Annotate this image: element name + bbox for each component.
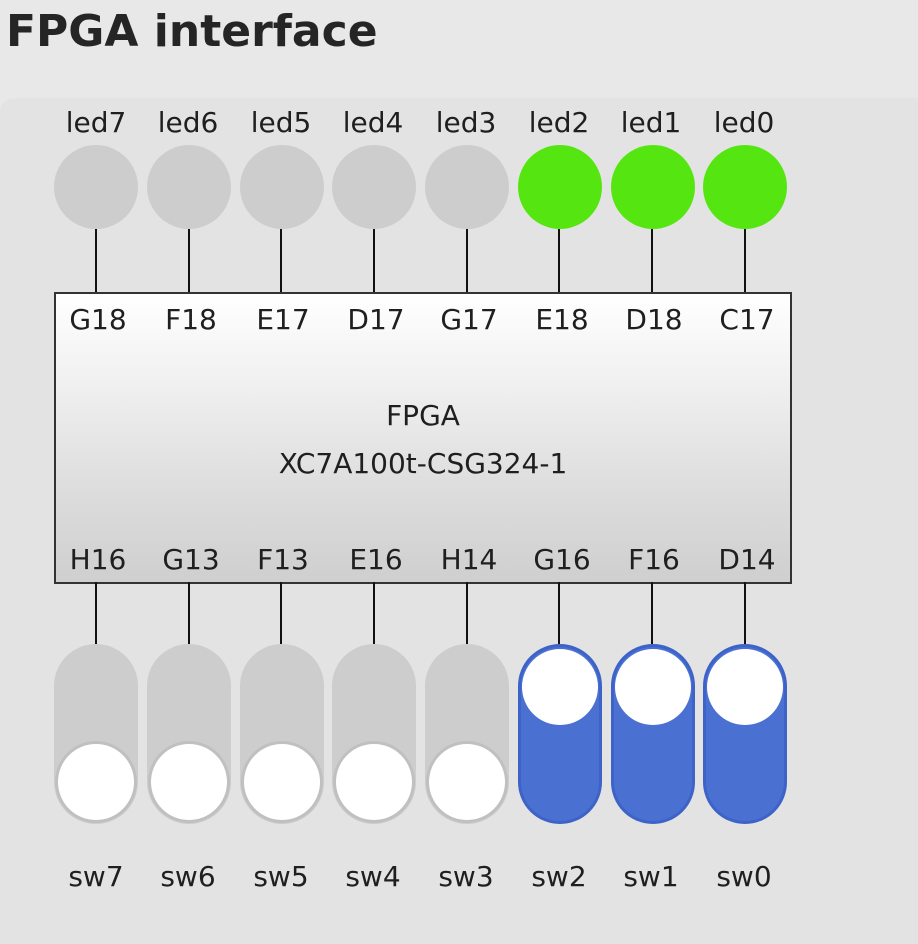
switch-label-sw4: sw4 bbox=[345, 860, 401, 893]
switch-toggle-sw2[interactable] bbox=[518, 644, 602, 824]
switch-knob[interactable] bbox=[336, 744, 412, 820]
led-wire bbox=[744, 229, 746, 293]
switch-label-sw5: sw5 bbox=[253, 860, 309, 893]
pin-label-g13: G13 bbox=[162, 543, 220, 576]
led-wire bbox=[558, 229, 560, 293]
led-indicator-led3 bbox=[425, 145, 509, 229]
led-indicator-led7 bbox=[54, 145, 138, 229]
switch-knob[interactable] bbox=[244, 744, 320, 820]
switch-wire bbox=[95, 582, 97, 644]
switch-label-sw7: sw7 bbox=[68, 860, 124, 893]
pin-label-g16: G16 bbox=[533, 543, 591, 576]
switch-toggle-sw6[interactable] bbox=[147, 644, 231, 824]
led-wire bbox=[466, 229, 468, 293]
led-indicator-led2 bbox=[518, 145, 602, 229]
led-label-led4: led4 bbox=[342, 106, 404, 139]
led-label-led0: led0 bbox=[713, 106, 775, 139]
fpga-chip: G18 F18 E17 D17 G17 E18 D18 C17 FPGA XC7… bbox=[54, 292, 792, 584]
switch-wire bbox=[558, 582, 560, 644]
pin-label-e18: E18 bbox=[535, 303, 589, 336]
switch-toggle-sw7[interactable] bbox=[54, 644, 138, 824]
led-label-led5: led5 bbox=[250, 106, 312, 139]
switch-wire bbox=[651, 582, 653, 644]
led-indicator-led5 bbox=[240, 145, 324, 229]
pin-label-e16: E16 bbox=[349, 543, 403, 576]
pin-label-e17: E17 bbox=[256, 303, 310, 336]
pin-label-f13: F13 bbox=[257, 543, 309, 576]
pin-label-c17: C17 bbox=[719, 303, 775, 336]
pin-label-f16: F16 bbox=[628, 543, 680, 576]
switch-label-sw6: sw6 bbox=[160, 860, 216, 893]
switch-knob[interactable] bbox=[707, 649, 783, 725]
switch-wire bbox=[188, 582, 190, 644]
switch-knob[interactable] bbox=[151, 744, 227, 820]
switch-toggle-sw1[interactable] bbox=[611, 644, 695, 824]
switch-wire bbox=[744, 582, 746, 644]
switch-wire bbox=[280, 582, 282, 644]
switch-toggle-sw0[interactable] bbox=[703, 644, 787, 824]
switch-toggle-sw4[interactable] bbox=[332, 644, 416, 824]
page-title: FPGA interface bbox=[6, 6, 378, 57]
pin-label-h16: H16 bbox=[69, 543, 127, 576]
led-wire bbox=[373, 229, 375, 293]
pin-label-d17: D17 bbox=[347, 303, 405, 336]
led-indicator-led0 bbox=[703, 145, 787, 229]
led-label-led6: led6 bbox=[157, 106, 219, 139]
switch-label-sw1: sw1 bbox=[623, 860, 679, 893]
led-label-led7: led7 bbox=[65, 106, 127, 139]
led-wire bbox=[95, 229, 97, 293]
pin-label-h14: H14 bbox=[440, 543, 498, 576]
led-label-led2: led2 bbox=[528, 106, 590, 139]
switch-knob[interactable] bbox=[522, 649, 598, 725]
pin-label-f18: F18 bbox=[165, 303, 217, 336]
switch-wire bbox=[373, 582, 375, 644]
pin-label-d14: D14 bbox=[718, 543, 776, 576]
led-wire bbox=[651, 229, 653, 293]
switch-knob[interactable] bbox=[615, 649, 691, 725]
led-label-led1: led1 bbox=[620, 106, 682, 139]
led-indicator-led6 bbox=[147, 145, 231, 229]
switch-label-sw0: sw0 bbox=[716, 860, 772, 893]
switch-toggle-sw5[interactable] bbox=[240, 644, 324, 824]
led-wire bbox=[188, 229, 190, 293]
led-wire bbox=[280, 229, 282, 293]
led-indicator-led1 bbox=[611, 145, 695, 229]
switch-label-sw3: sw3 bbox=[438, 860, 494, 893]
switch-label-sw2: sw2 bbox=[531, 860, 587, 893]
fpga-name: FPGA bbox=[386, 399, 460, 432]
switch-knob[interactable] bbox=[429, 744, 505, 820]
led-indicator-led4 bbox=[332, 145, 416, 229]
pin-label-d18: D18 bbox=[625, 303, 683, 336]
fpga-part-number: XC7A100t-CSG324-1 bbox=[278, 447, 568, 480]
switch-toggle-sw3[interactable] bbox=[425, 644, 509, 824]
pin-label-g17: G17 bbox=[440, 303, 498, 336]
switch-knob[interactable] bbox=[58, 744, 134, 820]
pin-label-g18: G18 bbox=[69, 303, 127, 336]
led-label-led3: led3 bbox=[435, 106, 497, 139]
switch-wire bbox=[466, 582, 468, 644]
